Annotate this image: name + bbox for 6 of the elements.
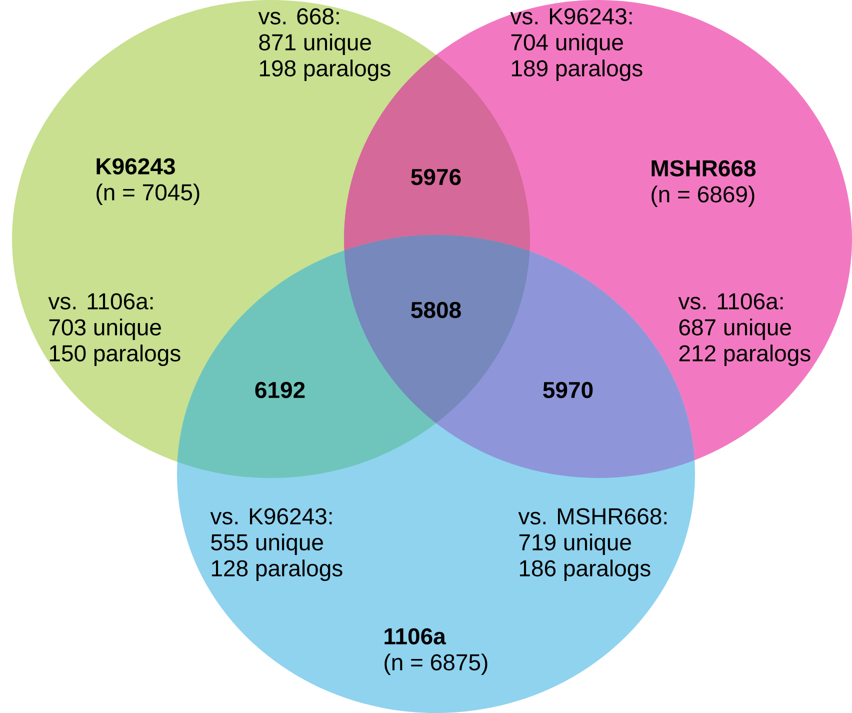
count-number: 5976	[411, 168, 461, 186]
count-number: 5808	[411, 302, 461, 318]
count-number: 6192	[255, 382, 305, 398]
comparison-text: vs. K96243: 555 unique 128 paralogs	[210, 508, 342, 582]
count-number: 5970	[543, 382, 593, 398]
comparison-text: vs. MSHR668: 719 unique 186 paralogs	[518, 508, 666, 582]
